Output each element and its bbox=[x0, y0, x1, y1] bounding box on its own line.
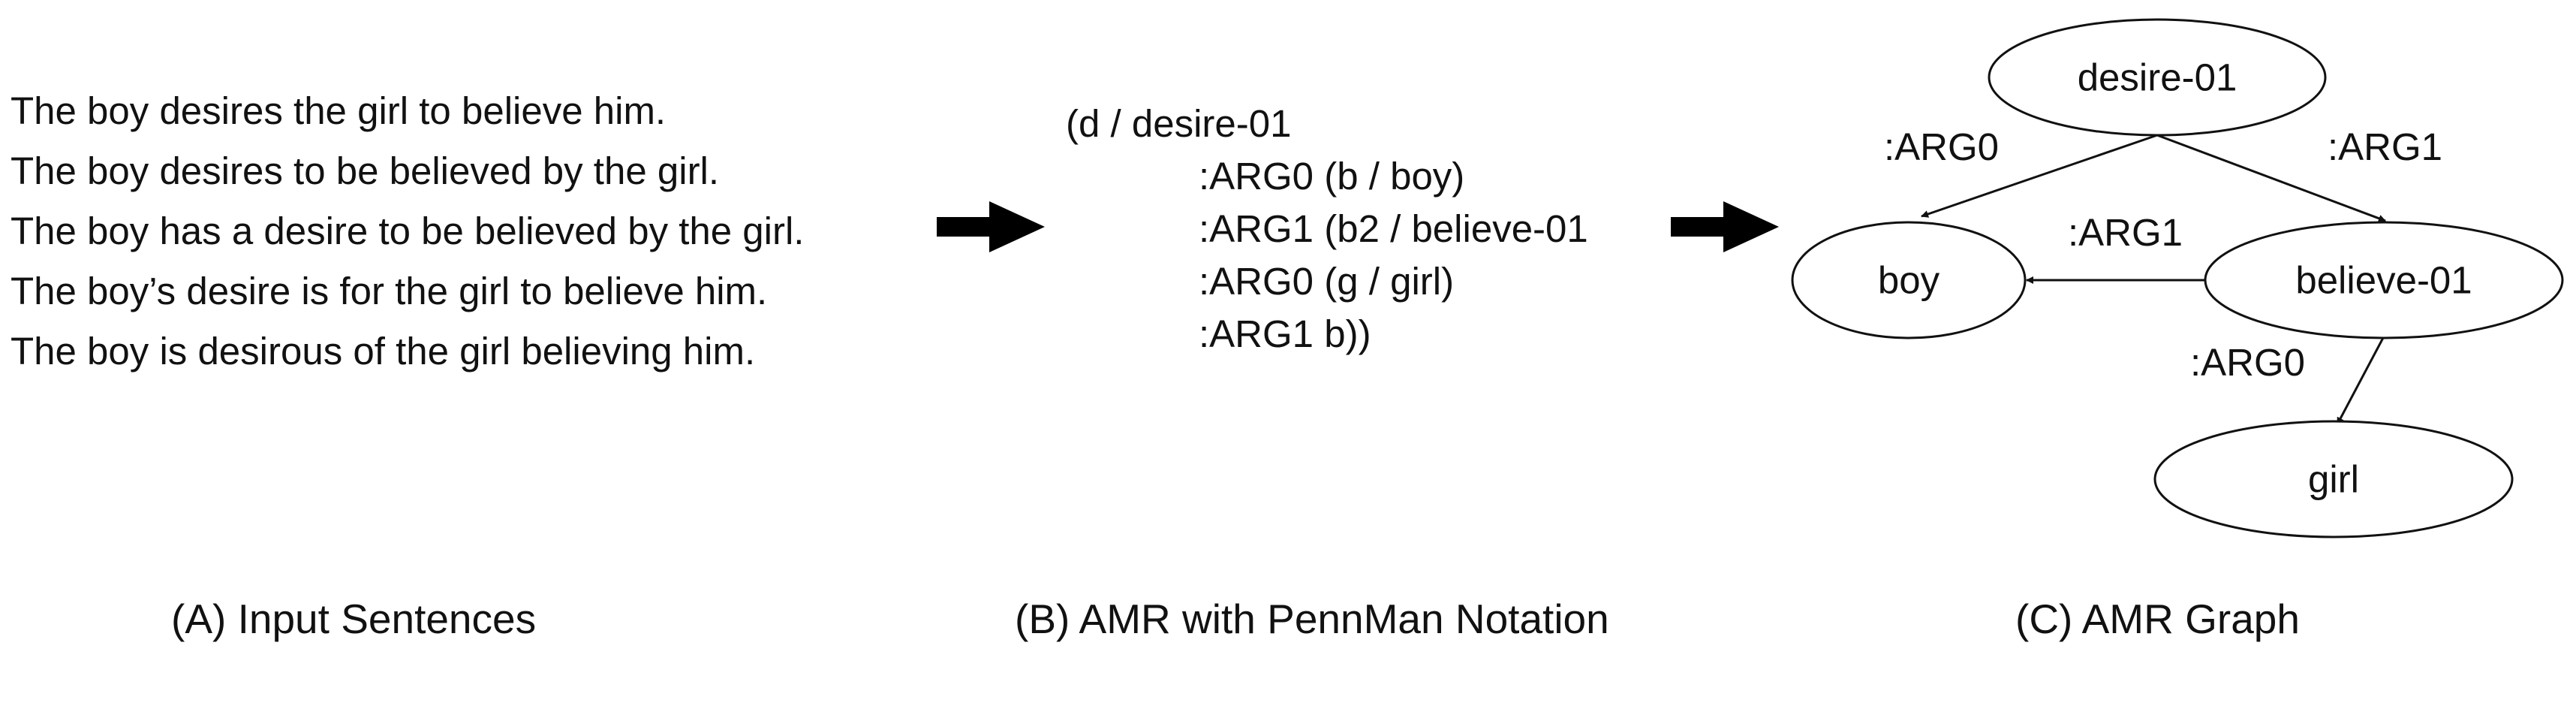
caption-panel-b: (B) AMR with PennMan Notation bbox=[1015, 596, 1609, 642]
node-boy-ellipse bbox=[1791, 221, 2027, 339]
penman-line-2: :ARG0 (b / boy) bbox=[1199, 155, 1465, 198]
sentence-2: The boy desires to be believed by the gi… bbox=[11, 149, 720, 192]
node-desire-label: desire-01 bbox=[2078, 56, 2237, 99]
block-arrow-b-to-c-icon bbox=[1671, 201, 1779, 252]
node-believe-label: believe-01 bbox=[2295, 259, 2472, 302]
edge-desire-to-believe bbox=[2156, 134, 2386, 222]
edge-label-believe-boy: :ARG1 bbox=[2068, 211, 2183, 254]
penman-notation-block: (d / desire-01 :ARG0 (b / boy) :ARG1 (b2… bbox=[1066, 98, 1588, 360]
caption-panel-a: (A) Input Sentences bbox=[171, 596, 537, 642]
penman-line-4: :ARG0 (g / girl) bbox=[1199, 260, 1455, 303]
sentence-4: The boy’s desire is for the girl to beli… bbox=[11, 270, 768, 312]
penman-line-1: (d / desire-01 bbox=[1066, 102, 1292, 145]
input-sentences-list: The boy desires the girl to believe him.… bbox=[11, 81, 804, 382]
node-believe-ellipse bbox=[2204, 221, 2564, 339]
penman-line-3: :ARG1 (b2 / believe-01 bbox=[1199, 207, 1588, 250]
node-girl-ellipse bbox=[2153, 420, 2514, 538]
edge-believe-to-girl bbox=[2336, 336, 2385, 425]
penman-line-5: :ARG1 b)) bbox=[1199, 312, 1371, 355]
edge-label-believe-girl: :ARG0 bbox=[2190, 341, 2305, 384]
node-girl-label: girl bbox=[2308, 458, 2359, 501]
sentence-5: The boy is desirous of the girl believin… bbox=[11, 330, 756, 373]
node-boy-label: boy bbox=[1878, 259, 1940, 302]
caption-panel-c: (C) AMR Graph bbox=[2015, 596, 2300, 642]
edge-label-desire-believe: :ARG1 bbox=[2328, 125, 2442, 168]
edge-desire-to-boy bbox=[1921, 134, 2158, 218]
node-desire-ellipse bbox=[1988, 18, 2327, 137]
edge-label-desire-boy: :ARG0 bbox=[1884, 125, 1999, 168]
block-arrow-a-to-b-icon bbox=[937, 201, 1045, 252]
sentence-1: The boy desires the girl to believe him. bbox=[11, 89, 667, 132]
sentence-3: The boy has a desire to be believed by t… bbox=[11, 210, 805, 252]
